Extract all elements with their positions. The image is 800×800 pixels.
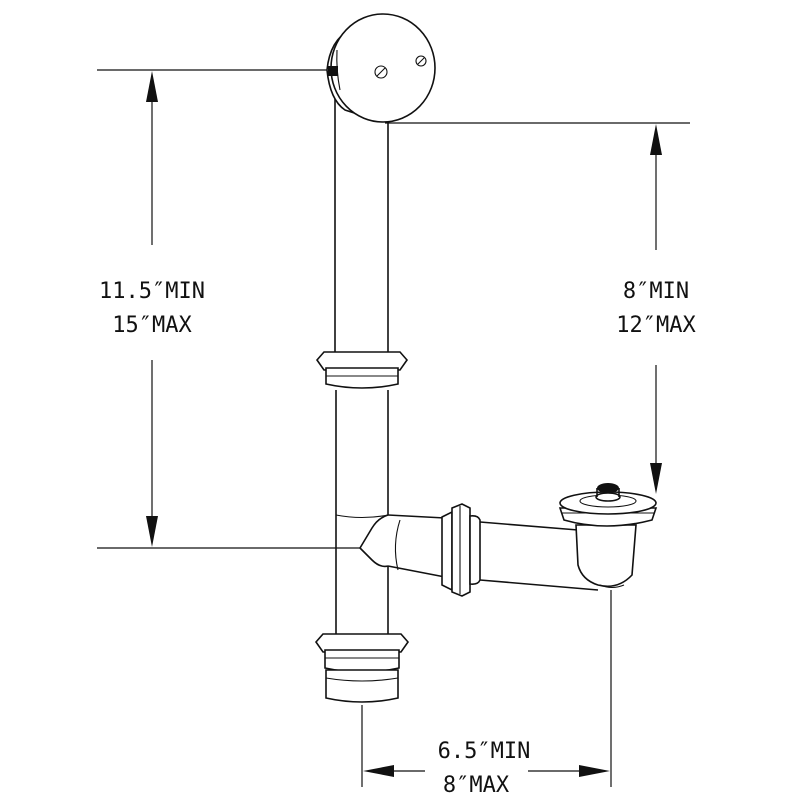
waste-pipe-bottom-right — [479, 579, 599, 591]
waste-pipe-top-left — [387, 514, 446, 519]
lower-slip-nut-body — [324, 649, 400, 673]
left-dimension: 11.5″MIN 15″MAX — [97, 69, 360, 549]
horizontal-waste-pipe — [387, 503, 599, 597]
upper-slip-nut — [315, 351, 409, 389]
left-dim-min-label: 11.5″MIN — [99, 279, 205, 304]
faceplate-screw-right-icon — [415, 55, 427, 67]
waste-slip-nut — [441, 503, 481, 597]
lower-slip-nut — [314, 633, 410, 673]
upper-slip-nut-flange — [315, 351, 409, 371]
drain-body — [575, 524, 637, 588]
left-arrow-down — [146, 516, 158, 547]
overflow-faceplate — [326, 13, 436, 123]
tee-cone-lower — [359, 547, 389, 568]
right-arrow-up — [650, 124, 662, 155]
left-dim-max-label: 15″MAX — [112, 313, 192, 338]
faceplate-screw-left-icon — [374, 65, 388, 79]
waste-pipe-top-right — [479, 521, 579, 531]
faceplate-lever — [328, 66, 338, 76]
waste-slip-nut-face — [441, 510, 453, 592]
faceplate-cover — [330, 13, 436, 123]
waste-pipe-bottom-left — [387, 565, 446, 578]
drain-strainer — [558, 483, 658, 589]
left-arrow-up — [146, 71, 158, 102]
vertical-overflow-pipe — [314, 95, 410, 703]
bottom-dim-min-label: 6.5″MIN — [438, 739, 531, 764]
bottom-arrow-left — [363, 765, 394, 777]
right-dim-max-label: 12″MAX — [616, 313, 696, 338]
right-dimension: 8″MIN 12″MAX — [385, 122, 696, 494]
lower-slip-nut-flange — [314, 633, 410, 653]
bottom-dim-max-label: 8″MAX — [443, 773, 510, 798]
waste-slip-nut-flange — [451, 503, 471, 597]
tee-cone-upper — [359, 514, 389, 549]
right-dim-min-label: 8″MIN — [623, 279, 689, 304]
drain-stopper-stem — [595, 492, 621, 502]
tailpiece-outlet — [325, 669, 399, 703]
bottom-arrow-right — [579, 765, 610, 777]
bottom-dimension: 6.5″MIN 8″MAX — [361, 590, 612, 798]
right-arrow-down — [650, 463, 662, 494]
upper-slip-nut-body — [325, 367, 399, 389]
drain-stopper-knob — [597, 483, 619, 493]
